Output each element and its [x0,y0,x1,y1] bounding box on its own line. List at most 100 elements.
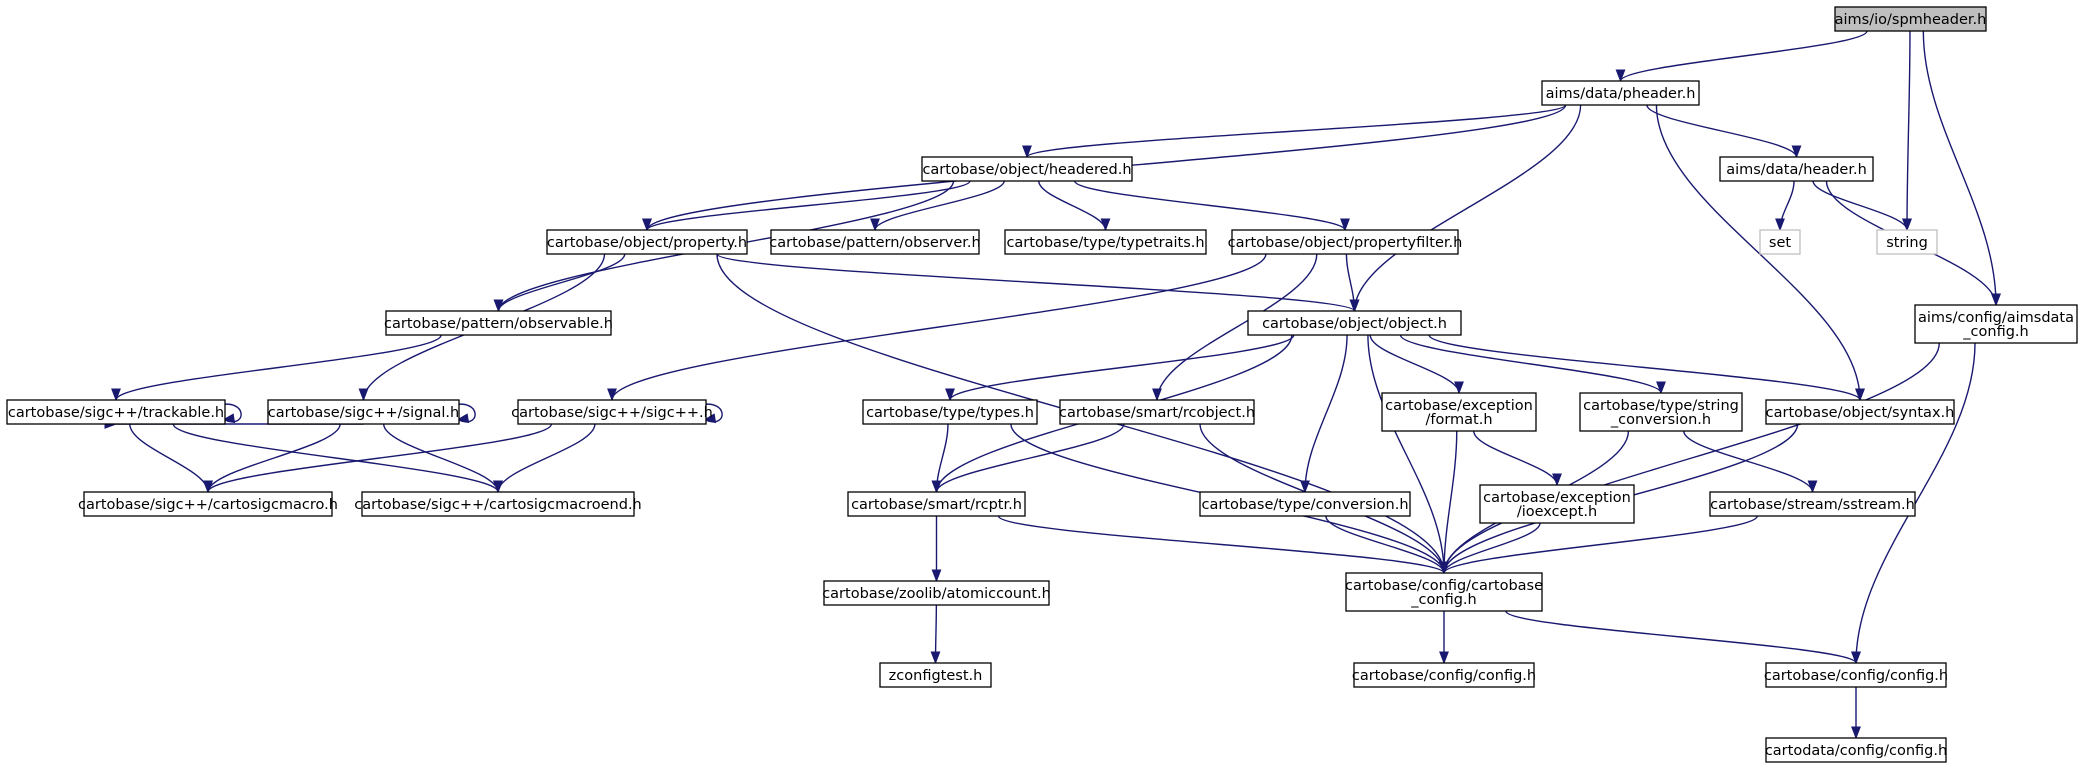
edge-cartobase_config-to-cb_config [1439,611,1449,665]
edge-trackable-to-cartosigcmacro [129,423,213,494]
edge-line [1038,180,1107,231]
edge-line [497,253,626,312]
node-box [1719,156,1874,182]
arrow-head [203,480,213,494]
edge-line [874,180,1005,231]
node-label: /ioexcept.h [1517,504,1597,520]
node-signal[interactable]: cartobase/sigc++/signal.h [267,399,460,425]
node-set[interactable]: set [1759,229,1801,255]
edge-propertyfilter-to-rcobject [1152,253,1318,402]
node-label: /format.h [1425,412,1492,428]
node-cd_config[interactable]: cartodata/config/config.h [1765,737,1947,763]
node-ioexcept[interactable]: cartobase/exception/ioexcept.h [1479,484,1635,524]
edge-line [1655,104,1861,401]
arrow-head [642,218,652,232]
node-label: cartobase/stream/sstream.h [1710,497,1915,513]
edges-layer [104,30,2001,740]
node-cartosigcmacroend[interactable]: cartobase/sigc++/cartosigcmacroend.h [354,491,642,517]
node-rcobject[interactable]: cartobase/smart/rcobject.h [1059,399,1255,425]
node-box [385,310,612,336]
node-zconfigtest[interactable]: zconfigtest.h [879,662,992,688]
arrow-head [931,569,942,583]
arrow-head [945,388,955,402]
node-box [1479,484,1635,524]
arrow-head [493,299,504,313]
arrow-head [1552,473,1562,487]
edge-header-to-set [1775,180,1795,232]
edge-line [949,334,1295,401]
arrow-head [930,651,941,665]
node-label: cartobase/sigc++/sigc++.h [511,405,713,421]
node-rcptr[interactable]: cartobase/smart/rcptr.h [847,491,1026,517]
edge-signal-to-cartosigcmacro [203,423,341,494]
edge-string_conversion-to-sstream [1683,430,1818,494]
node-spmheader[interactable]: aims/io/spmheader.h [1834,6,1987,32]
node-format[interactable]: cartobase/exception/format.h [1381,392,1537,432]
node-string_conversion[interactable]: cartobase/type/string_conversion.h [1579,392,1743,432]
edge-line [1367,334,1445,574]
arrow-head [702,413,717,424]
arrow-head [1851,651,1861,665]
node-aimsdata_config[interactable]: aims/config/aimsdata_config.h [1914,304,2078,344]
arrow-head [607,388,617,402]
node-string[interactable]: string [1876,229,1938,255]
node-label: cartobase/object/headered.h [922,162,1131,178]
node-conversion[interactable]: cartobase/type/conversion.h [1199,491,1411,517]
arrow-head [1902,218,1912,232]
node-header[interactable]: aims/data/header.h [1719,156,1874,182]
edge-object-to-conversion [1300,334,1348,494]
node-atomiccount[interactable]: cartobase/zoolib/atomiccount.h [822,580,1051,606]
node-sstream[interactable]: cartobase/stream/sstream.h [1709,491,1916,517]
edge-trackable-to-trackable [218,403,242,424]
node-label: cartobase/sigc++/signal.h [268,405,459,421]
node-cb_config2[interactable]: cartobase/config/config.h [1764,662,1948,688]
node-cb_config[interactable]: cartobase/config/config.h [1352,662,1536,688]
node-box [1059,399,1255,425]
node-box [361,491,635,517]
node-trackable[interactable]: cartobase/sigc++/trackable.h [6,399,226,425]
edge-atomiccount-to-zconfigtest [930,604,941,665]
edge-line [997,515,1445,574]
node-types[interactable]: cartobase/type/types.h [862,399,1038,425]
node-box [862,399,1038,425]
edge-property-to-object [716,253,1360,313]
edge-sigcpp-to-cartosigcmacro [203,423,553,494]
node-propertyfilter[interactable]: cartobase/object/propertyfilter.h [1228,229,1463,255]
arrow-head [1855,388,1865,402]
edge-headered-to-propertyfilter [1074,180,1350,232]
node-observer[interactable]: cartobase/pattern/observer.h [769,229,981,255]
node-cartobase_config[interactable]: cartobase/config/cartobase_config.h [1345,572,1543,612]
arrow-head [1615,69,1626,83]
node-label: cartobase/pattern/observer.h [769,235,980,251]
node-property[interactable]: cartobase/object/property.h [546,229,748,255]
node-cartosigcmacro[interactable]: cartobase/sigc++/cartosigcmacro.h [78,491,338,517]
edge-pheader-to-headered [1022,104,1567,159]
edge-line [935,423,1125,493]
node-label: set [1769,235,1791,251]
node-label: _config.h [1410,592,1476,608]
node-box [1231,229,1459,255]
edge-line [1812,180,1908,231]
node-headered[interactable]: cartobase/object/headered.h [921,156,1133,182]
arrow-head [455,413,470,424]
node-box [1759,229,1801,255]
edge-spmheader-to-string [1902,30,1912,232]
node-box [1199,491,1411,517]
arrow-head [1807,480,1818,494]
edge-line [1443,515,1758,574]
edge-line [1443,342,1940,574]
arrow-head [1791,145,1802,159]
node-object[interactable]: cartobase/object/object.h [1247,310,1462,336]
node-typetraits[interactable]: cartobase/type/typetraits.h [1004,229,1207,255]
node-syntax[interactable]: cartobase/object/syntax.h [1765,399,1955,425]
node-sigcpp[interactable]: cartobase/sigc++/sigc++.h [511,399,713,425]
arrow-head [493,480,503,494]
node-box [1914,304,2078,344]
node-pheader[interactable]: aims/data/pheader.h [1541,80,1700,106]
node-label: cartobase/type/string [1583,398,1739,414]
edge-line [1399,334,1662,394]
node-observable[interactable]: cartobase/pattern/observable.h [384,310,613,336]
edge-propertyfilter-to-object [1345,253,1360,313]
node-label: string [1886,235,1928,251]
node-box [1765,737,1947,763]
